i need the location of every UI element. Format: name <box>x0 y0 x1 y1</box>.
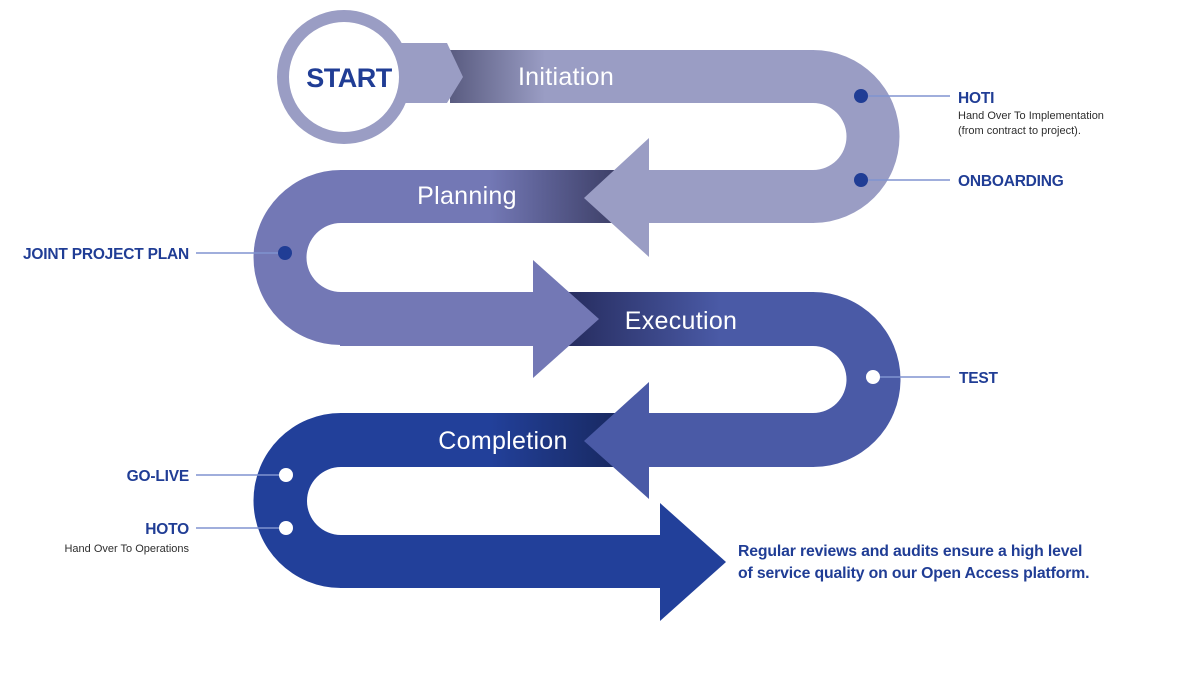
joint-project-plan-dot <box>278 246 292 260</box>
closing-note-line-1: Regular reviews and audits ensure a high… <box>738 543 1082 560</box>
closing-note-line-2: of service quality on our Open Access pl… <box>738 565 1089 582</box>
execution-return-band <box>648 413 814 467</box>
phase-label-initiation: Initiation <box>518 63 614 91</box>
go-live-dot <box>279 468 293 482</box>
phase-label-execution: Execution <box>625 307 738 335</box>
onboarding-title: ONBOARDING <box>958 173 1064 190</box>
planning-arrowhead <box>584 138 649 257</box>
hoti-subtitle-line-2: (from contract to project). <box>958 125 1081 137</box>
phase-label-completion: Completion <box>438 427 567 455</box>
hoti-title: HOTI <box>958 90 994 107</box>
final-arrowhead <box>660 503 726 621</box>
final-band <box>340 535 662 588</box>
hoto-title: HOTO <box>145 521 189 538</box>
completion-curve <box>253 413 341 588</box>
hoto-dot <box>279 521 293 535</box>
hoti-dot <box>854 89 868 103</box>
test-dot <box>866 370 880 384</box>
start-ring <box>277 10 411 144</box>
phase-label-planning: Planning <box>417 182 517 210</box>
initiation-band <box>450 50 814 103</box>
joint-project-plan-title: JOINT PROJECT PLAN <box>23 246 189 263</box>
execution-arrowhead <box>533 260 599 378</box>
completion-arrowhead <box>584 382 649 499</box>
start-connector <box>398 43 463 103</box>
hoti-subtitle-line-1: Hand Over To Implementation <box>958 110 1104 122</box>
go-live-title: GO-LIVE <box>127 468 189 485</box>
onboarding-dot <box>854 173 868 187</box>
test-title: TEST <box>959 370 999 387</box>
execution-curve <box>813 292 901 467</box>
start-label: START <box>306 63 392 93</box>
hoto-subtitle: Hand Over To Operations <box>64 543 189 555</box>
initiation-curve <box>813 50 900 223</box>
planning-curve <box>253 170 341 345</box>
planning-return-band <box>340 292 534 346</box>
initiation-return-band <box>648 170 814 223</box>
